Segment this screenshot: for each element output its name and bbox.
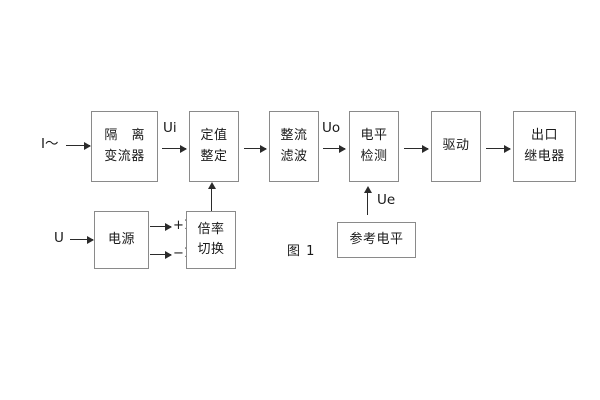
- arrow-drive-to-output-relay: [486, 144, 511, 153]
- block-rectifier-filter: 整流 滤波: [269, 111, 319, 182]
- arrow-voltage-input-to-power-supply: [70, 235, 94, 244]
- block-output-relay: 出口 继电器: [513, 111, 576, 182]
- block-drive: 驱动: [431, 111, 481, 182]
- block-drive-line1: 驱动: [442, 138, 470, 154]
- arrow-supply-positive: [150, 222, 172, 231]
- block-rectifier-filter-line1: 整流: [280, 128, 308, 144]
- block-power-supply: 电源: [94, 211, 149, 269]
- arrow-current-input-to-isolator: [66, 141, 91, 150]
- arrow-reference-level-to-level-detection: [363, 186, 372, 215]
- voltage-input-label: U: [54, 230, 64, 246]
- arrow-setting-to-rectifier: [244, 144, 267, 153]
- block-power-supply-line1: 电源: [107, 231, 135, 247]
- block-isolating-current-transformer: 隔 离 变流器: [91, 111, 158, 182]
- block-level-detection-line1: 电平: [360, 128, 388, 144]
- block-level-detection: 电平 检测: [349, 111, 399, 182]
- block-multiplier-switching-line1: 倍率: [197, 221, 225, 237]
- block-rectifier-filter-line2: 滤波: [280, 148, 308, 164]
- block-output-relay-line1: 出口: [530, 128, 558, 144]
- current-input-label: I～: [41, 136, 59, 152]
- signal-uo-label: Uo: [322, 120, 341, 136]
- arrow-level-detection-to-drive: [404, 144, 429, 153]
- signal-ui-label: Ui: [163, 120, 177, 136]
- block-isolating-current-transformer-line2: 变流器: [104, 148, 145, 164]
- block-setting-value-adjustment-line2: 整定: [200, 148, 228, 164]
- arrow-supply-negative: [150, 250, 172, 259]
- arrow-multiplier-to-setting: [207, 182, 216, 211]
- arrow-isolator-to-setting: [162, 144, 187, 153]
- block-reference-level-line1: 参考电平: [349, 231, 404, 247]
- block-multiplier-switching: 倍率 切换: [186, 211, 236, 269]
- signal-ue-label: Ue: [377, 192, 396, 208]
- block-multiplier-switching-line2: 切换: [197, 242, 225, 257]
- block-level-detection-line2: 检测: [360, 148, 388, 164]
- block-reference-level: 参考电平: [337, 222, 416, 258]
- block-setting-value-adjustment-line1: 定值: [200, 128, 228, 144]
- figure-caption: 图 1: [287, 244, 316, 259]
- block-output-relay-line2: 继电器: [524, 148, 565, 164]
- arrow-rectifier-to-level-detection: [323, 144, 346, 153]
- block-setting-value-adjustment: 定值 整定: [189, 111, 239, 182]
- block-isolating-current-transformer-line1: 隔 离: [104, 128, 150, 144]
